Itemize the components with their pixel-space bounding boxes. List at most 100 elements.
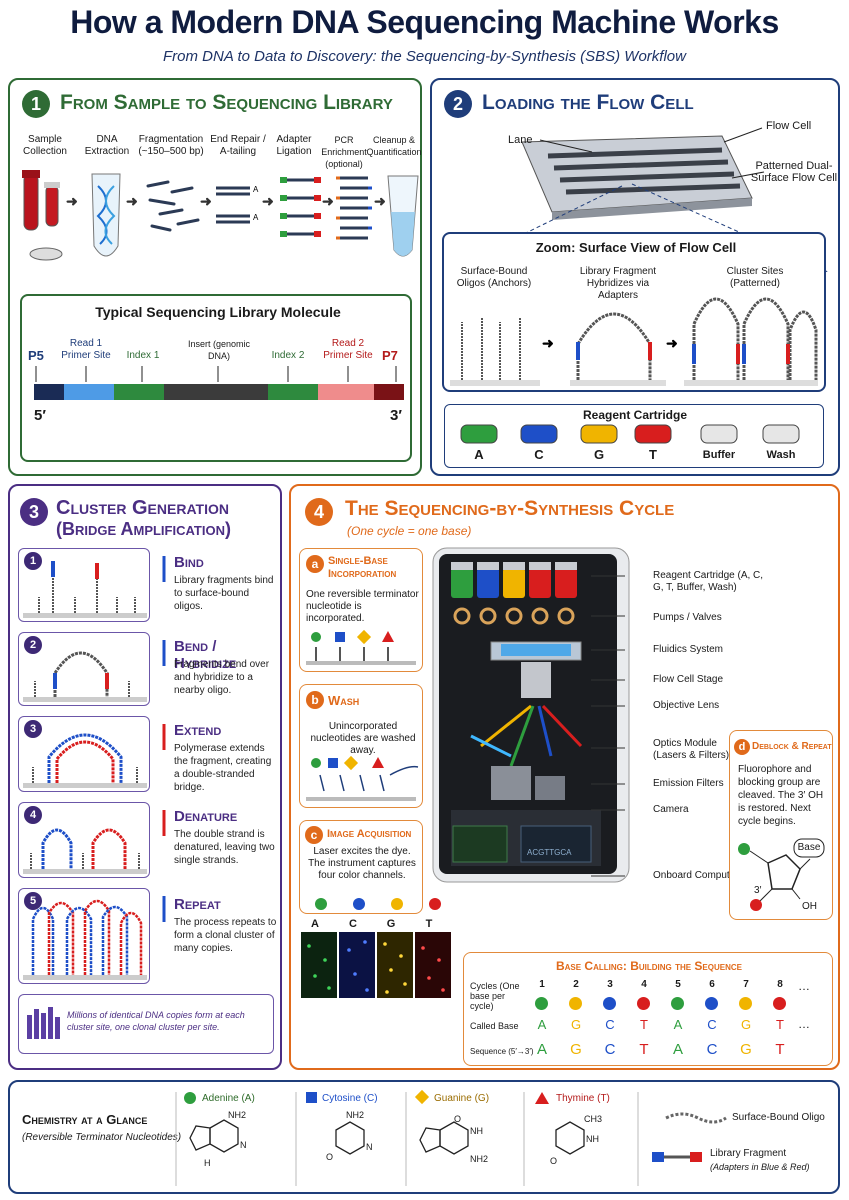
- step-b-heading: Wash: [328, 693, 360, 708]
- guanine-nh2: NH2: [470, 1154, 489, 1164]
- cytosine-nh2: NH2: [346, 1110, 365, 1120]
- label-onboard-computer: Onboard Computer: [653, 870, 739, 881]
- strand-icons: [162, 556, 166, 922]
- panel-title-line2: (Bridge Amplification): [56, 519, 231, 539]
- three-prime-label: 3′: [754, 885, 762, 896]
- label-objective-lens: Objective Lens: [653, 700, 720, 711]
- p7-label: P7: [382, 348, 398, 363]
- panel-flow-cell: 2 Loading the Flow Cell Lane Flow Cell P…: [430, 78, 840, 476]
- sequencer-machine: [432, 547, 630, 883]
- zoom-box: Zoom: Surface View of Flow Cell Surface-…: [442, 232, 826, 392]
- workflow-illustration: ➜ ➜ ➜ A A ➜ ➜ ➜: [22, 170, 419, 261]
- step-a-badge: a: [306, 555, 324, 573]
- sequence-base: G: [570, 1041, 582, 1058]
- called-base: G: [740, 1017, 752, 1032]
- blood-tube-icon: [22, 170, 40, 231]
- thymine-label: Thymine (T): [556, 1093, 610, 1104]
- svg-text:➜: ➜: [66, 193, 78, 209]
- adenine-n: N: [240, 1140, 247, 1150]
- called-base: C: [605, 1017, 615, 1032]
- svg-text:➜: ➜: [374, 193, 386, 209]
- sequence-label: Sequence (5′→3′): [470, 1047, 534, 1056]
- step-d-text: Fluorophore and blocking group are cleav…: [738, 764, 824, 827]
- label-fluidics: Fluidics System: [653, 644, 724, 655]
- sequence-base: G: [740, 1041, 752, 1058]
- called-base: T: [776, 1017, 784, 1032]
- cycle-number: 4: [641, 979, 647, 990]
- step-a-text: One reversible terminator nucleotide is …: [306, 589, 419, 624]
- sequence-base: A: [536, 1041, 547, 1058]
- step-a-box: a Single-Base Incorporation One reversib…: [299, 548, 423, 672]
- reagent-bottles: [451, 562, 577, 598]
- cycles-label: Cycles (One base per cycle): [470, 981, 520, 1011]
- library-bar: [34, 366, 404, 400]
- step-1-text: Library fragments bind to surface-bound …: [174, 575, 274, 612]
- panel-subtitle: (One cycle = one base): [347, 524, 472, 538]
- index1-label: Index 1: [126, 350, 160, 361]
- adenine-label: Adenine (A): [202, 1093, 255, 1104]
- index2-label: Index 2: [271, 350, 305, 361]
- panel-cluster-generation: 3 Cluster Generation (Bridge Amplificati…: [8, 484, 282, 1070]
- ellipsis: …: [798, 1017, 810, 1031]
- label-camera: Camera: [653, 804, 689, 815]
- reagent-label-g: G: [593, 447, 605, 462]
- step-b-box: b Wash Unincorporated nucleotides are wa…: [299, 684, 423, 808]
- step-2-text: Fragments bend over and hybridize to a n…: [174, 659, 270, 696]
- cycle-color-dot: [671, 997, 684, 1010]
- adenine-nh2: NH2: [228, 1110, 247, 1120]
- objective-lens: [521, 662, 551, 698]
- oh-label: OH: [802, 901, 817, 912]
- adenine-h: H: [204, 1158, 211, 1168]
- cleanup-tube-icon: [387, 175, 419, 257]
- lane-label: Lane: [508, 134, 533, 146]
- step-c-text: Laser excites the dye. The instrument ca…: [308, 846, 416, 881]
- step-2-badge: 2: [24, 636, 42, 654]
- step-c-heading: Image Acquisition: [327, 828, 412, 840]
- step-3-badge: 3: [24, 720, 42, 738]
- step-sample-collection: Sample Collection: [23, 134, 67, 157]
- cycle-number: 3: [607, 979, 613, 990]
- pcr-copies-icon: [336, 176, 372, 240]
- legend-fragment-sub: (Adapters in Blue & Red): [710, 1162, 810, 1172]
- chemistry-subtitle: (Reversible Terminator Nucleotides): [22, 1132, 182, 1143]
- cycle-number: 5: [675, 979, 681, 990]
- wash-drawing: [306, 755, 419, 801]
- step-c-badge: c: [305, 826, 323, 844]
- step-dna-extraction: DNA Extraction: [84, 134, 130, 157]
- cycle-number: 8: [777, 979, 783, 990]
- cycle-color-dot: [535, 997, 548, 1010]
- svg-text:➜: ➜: [542, 335, 554, 351]
- step-2-heading: Bend / Hybridize: [174, 638, 237, 672]
- panel-sample-to-library: 1 From Sample to Sequencing Library Samp…: [8, 78, 422, 476]
- step-end-repair: End Repair / A-tailing: [210, 134, 266, 157]
- panel-number-badge: 2: [444, 90, 472, 118]
- patterned-label: Patterned Dual-Surface Flow Cell: [750, 160, 838, 184]
- dna-fragments-icon: [146, 180, 200, 232]
- ellipsis: …: [798, 979, 810, 993]
- step-3-heading: Extend: [174, 722, 222, 739]
- cycle-color-dot: [603, 997, 616, 1010]
- insert-label: Insert (genomic DNA): [187, 339, 251, 361]
- step-4-heading: Denature: [174, 808, 238, 825]
- cycle-number: 6: [709, 979, 715, 990]
- blood-tube-small-icon: [44, 182, 60, 227]
- sequence-base: C: [604, 1041, 616, 1058]
- sequence-base: A: [672, 1041, 683, 1058]
- a-tail-label: A: [253, 185, 259, 194]
- step-fragmentation: Fragmentation (~150–500 bp): [138, 134, 204, 157]
- deblock-sugar-drawing: [738, 838, 825, 911]
- flow-cell-illustration: [445, 127, 829, 273]
- panel-sbs-cycle: 4 The Sequencing-by-Synthesis Cycle (One…: [289, 484, 840, 1070]
- label-emission-filters: Emission Filters: [653, 778, 724, 789]
- label-reagent-cartridge: Reagent Cartridge (A, C, G, T, Buffer, W…: [653, 570, 764, 593]
- cluster-footer-box: Millions of identical DNA copies form at…: [18, 994, 274, 1054]
- read2-label: Read 2 Primer Site: [323, 338, 373, 361]
- end-repair-icon: [216, 186, 250, 224]
- called-base: T: [640, 1017, 648, 1032]
- called-base: G: [570, 1017, 582, 1032]
- reagent-cartridge-box: Reagent Cartridge A C G T Buffer Wash: [444, 404, 824, 468]
- svg-text:➜: ➜: [322, 193, 334, 209]
- svg-text:➜: ➜: [262, 193, 274, 209]
- page-title: How a Modern DNA Sequencing Machine Work…: [70, 4, 779, 40]
